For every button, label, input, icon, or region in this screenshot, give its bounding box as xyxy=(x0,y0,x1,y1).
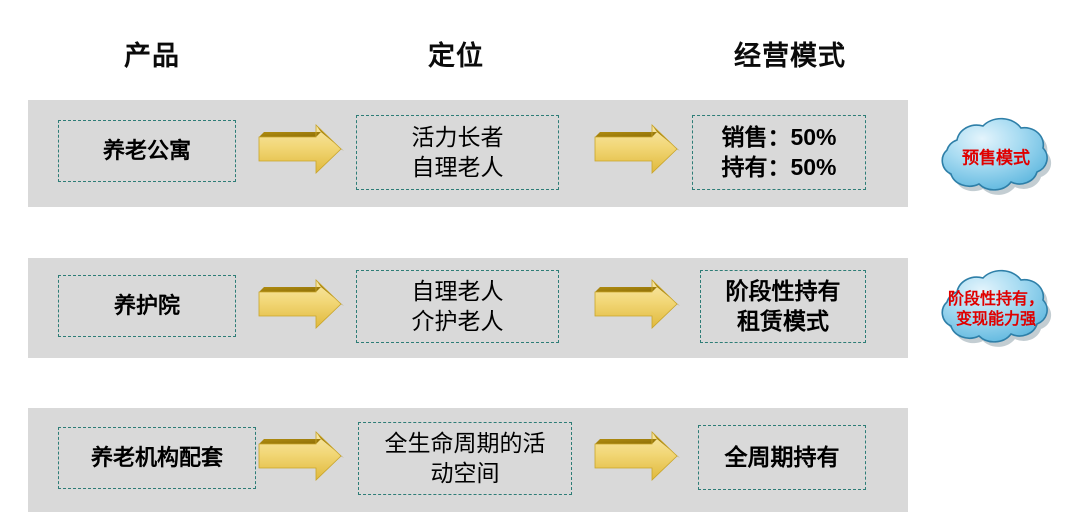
product-box-row-2[interactable]: 养护院 xyxy=(58,275,236,337)
right-arrow-icon xyxy=(256,428,344,488)
column-header-product: 产品 xyxy=(124,41,180,71)
model-line-2: 租赁模式 xyxy=(737,307,829,334)
model-line-1: 阶段性持有 xyxy=(725,278,841,305)
product-box-row-1[interactable]: 养老公寓 xyxy=(58,120,236,182)
business-model-box-row-3[interactable]: 全周期持有 xyxy=(698,425,866,490)
model-line-2: 持有：50% xyxy=(721,153,837,180)
position-line-1: 全生命周期的活 xyxy=(384,430,546,457)
right-arrow-icon xyxy=(592,428,680,488)
position-line-1: 活力长者 xyxy=(411,124,504,151)
row-band-2 xyxy=(28,258,908,358)
position-line-2: 介护老人 xyxy=(411,307,504,334)
right-arrow-icon xyxy=(592,121,680,181)
product-box-row-3[interactable]: 养老机构配套 xyxy=(58,427,256,489)
right-arrow-icon xyxy=(256,276,344,336)
position-box-row-2[interactable]: 自理老人 介护老人 xyxy=(356,270,559,343)
column-headers: 产品 定位 经营模式 xyxy=(0,34,1067,80)
position-box-row-1[interactable]: 活力长者 自理老人 xyxy=(356,115,559,190)
product-label: 养老公寓 xyxy=(102,137,191,163)
position-line-2: 自理老人 xyxy=(411,153,504,180)
position-line-1: 自理老人 xyxy=(411,278,504,305)
right-arrow-icon xyxy=(256,121,344,181)
product-label: 养护院 xyxy=(113,292,180,318)
product-label: 养老机构配套 xyxy=(90,444,223,470)
business-model-box-row-2[interactable]: 阶段性持有 租赁模式 xyxy=(700,270,866,343)
cloud-callout-icon[interactable]: 预售模式 xyxy=(920,110,1067,206)
model-line-1: 销售：50% xyxy=(721,124,837,151)
model-line-1: 全周期持有 xyxy=(724,443,840,470)
column-header-business-model: 经营模式 xyxy=(734,41,846,71)
position-line-2: 动空间 xyxy=(430,459,500,486)
right-arrow-icon xyxy=(592,276,680,336)
column-header-position: 定位 xyxy=(428,41,484,71)
business-model-box-row-1[interactable]: 销售：50% 持有：50% xyxy=(692,115,866,190)
position-box-row-3[interactable]: 全生命周期的活 动空间 xyxy=(358,422,572,495)
cloud-callout-icon[interactable]: 阶段性持有， 变现能力强 xyxy=(920,262,1067,358)
